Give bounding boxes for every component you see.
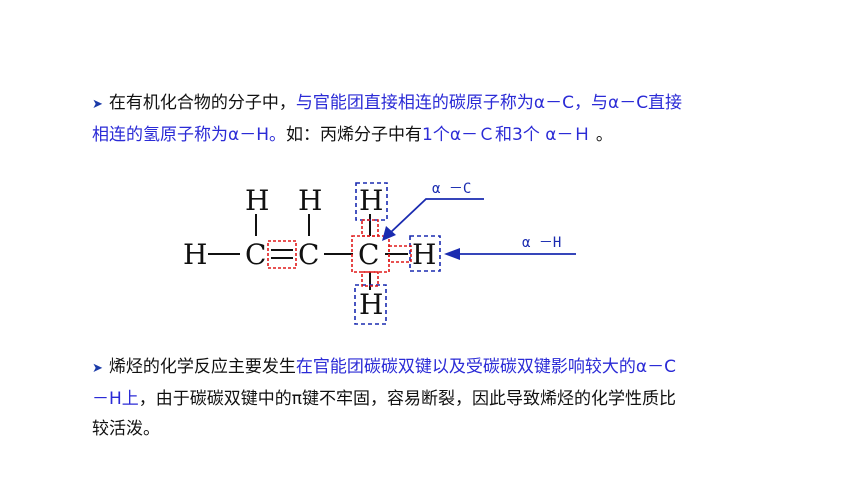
paragraph-alpha-definition: ➤ 在有机化合物的分子中，与官能团直接相连的碳原子称为α－C，与α－C直接 相连的… bbox=[92, 88, 764, 150]
c-h-bond-box-bottom bbox=[361, 271, 379, 287]
double-bond-box bbox=[267, 240, 297, 269]
para1-text-black-3: 。 bbox=[590, 125, 613, 145]
atom-c2: C bbox=[298, 238, 319, 271]
atom-h-right: H bbox=[412, 238, 436, 271]
bullet-arrow-icon-2: ➤ bbox=[92, 361, 103, 376]
para2-line3: 较活泼。 bbox=[92, 414, 764, 444]
para1-text-black-2: 如：丙烯分子中有 bbox=[286, 125, 422, 145]
atom-h-top2: H bbox=[298, 184, 322, 217]
bullet-arrow-icon: ➤ bbox=[92, 97, 103, 112]
paragraph-alkene-reactivity: ➤ 烯烃的化学反应主要发生在官能团碳碳双键以及受碳碳双键影响较大的α－C －H上，… bbox=[92, 352, 764, 444]
alpha-h-arrowhead-icon bbox=[444, 248, 460, 260]
alpha-c-pointer-line bbox=[389, 198, 484, 234]
alpha-h-box-right bbox=[409, 235, 441, 272]
c-h-bond-box-top bbox=[361, 219, 379, 237]
para1-text-black: 在有机化合物的分子中， bbox=[108, 93, 296, 113]
atom-h-bottom: H bbox=[359, 288, 383, 321]
para2-text-black-3: 较活泼。 bbox=[92, 419, 160, 439]
alpha-h-box-top bbox=[355, 182, 388, 221]
label-alpha-c: α －C bbox=[432, 181, 471, 197]
atom-c1: C bbox=[245, 238, 266, 271]
atom-h-left: H bbox=[183, 238, 207, 271]
para1-text-blue-3: 1个α－Ｃ和3个 α－Ｈ bbox=[422, 125, 591, 145]
para2-text-blue-2: －H上 bbox=[92, 389, 139, 409]
atom-h-top3: H bbox=[359, 184, 383, 217]
para2-text-black: 烯烃的化学反应主要发生 bbox=[108, 357, 296, 377]
c-h-bond-box-right bbox=[388, 245, 412, 263]
para2-text-black-2: ，由于碳碳双键中的π键不牢固，容易断裂，因此导致烯烃的化学性质比 bbox=[138, 389, 677, 409]
label-alpha-h: α －H bbox=[522, 235, 561, 251]
para2-text-blue: 在官能团碳碳双键以及受碳碳双键影响较大的α－C bbox=[295, 357, 676, 377]
alpha-c-arrowhead-icon bbox=[382, 226, 396, 241]
para2-line2: －H上，由于碳碳双键中的π键不牢固，容易断裂，因此导致烯烃的化学性质比 bbox=[92, 384, 764, 414]
para2-line1: ➤ 烯烃的化学反应主要发生在官能团碳碳双键以及受碳碳双键影响较大的α－C bbox=[92, 352, 764, 384]
para1-line2: 相连的氢原子称为α－H。如：丙烯分子中有1个α－Ｃ和3个 α－Ｈ 。 bbox=[92, 120, 764, 150]
atom-c3: C bbox=[358, 238, 379, 271]
atom-h-top1: H bbox=[245, 184, 269, 217]
para1-line1: ➤ 在有机化合物的分子中，与官能团直接相连的碳原子称为α－C，与α－C直接 bbox=[92, 88, 764, 120]
alpha-h-box-bottom bbox=[354, 284, 387, 325]
para1-text-blue: 与官能团直接相连的碳原子称为α－C，与α－C直接 bbox=[295, 93, 683, 113]
para1-text-blue-2: 相连的氢原子称为α－H。 bbox=[92, 125, 286, 145]
